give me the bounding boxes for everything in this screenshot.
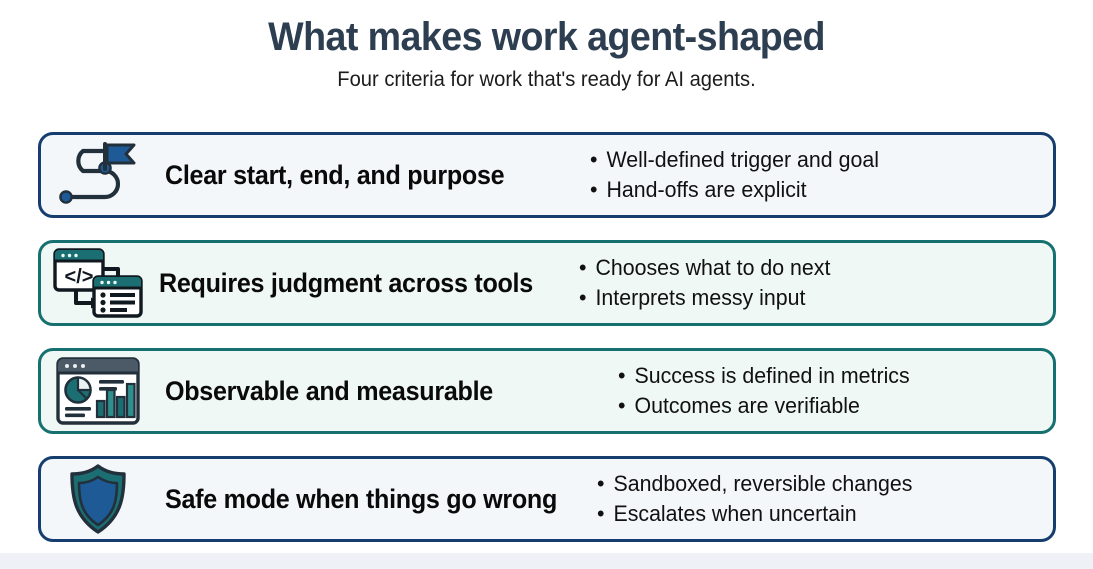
- page-title: What makes work agent-shaped: [268, 15, 825, 59]
- bullet-item: • Sandboxed, reversible changes: [597, 469, 1040, 498]
- bullet-marker-icon: •: [589, 176, 598, 202]
- dashboard-analytics-icon: [55, 356, 141, 426]
- card-icon-slot: [41, 142, 149, 208]
- bullet-marker-icon: •: [617, 392, 626, 418]
- criteria-card-list: Clear start, end, and purpose • Well-def…: [38, 132, 1056, 564]
- bullet-text: Success is defined in metrics: [634, 363, 910, 389]
- card-bullet-list: • Success is defined in metrics • Outcom…: [518, 361, 1053, 419]
- card-icon-slot: </>: [41, 247, 149, 319]
- criteria-card-requires-judgment-across-tools: </>: [38, 240, 1056, 326]
- header: What makes work agent-shaped Four criter…: [0, 0, 1093, 91]
- shield-icon: [66, 463, 130, 535]
- card-icon-slot: [41, 356, 149, 426]
- bullet-text: Escalates when uncertain: [613, 500, 857, 526]
- bullet-marker-icon: •: [596, 471, 604, 497]
- bullet-text: Chooses what to do next: [595, 255, 831, 281]
- bullet-marker-icon: •: [579, 284, 587, 310]
- card-heading: Clear start, end, and purpose: [165, 159, 505, 190]
- bullet-marker-icon: •: [596, 500, 604, 526]
- card-heading: Observable and measurable: [165, 375, 493, 406]
- page-subtitle: Four criteria for work that's ready for …: [337, 68, 756, 92]
- bullet-item: • Well-defined trigger and goal: [590, 145, 1039, 174]
- bullet-text: Well-defined trigger and goal: [606, 147, 879, 173]
- bottom-band: [0, 553, 1093, 569]
- card-heading: Safe mode when things go wrong: [165, 483, 558, 514]
- svg-text:</>: </>: [65, 266, 94, 288]
- bullet-text: Hand-offs are explicit: [606, 176, 807, 202]
- card-bullet-list: • Sandboxed, reversible changes • Escala…: [587, 469, 1053, 527]
- winding-path-flag-icon: [55, 142, 141, 208]
- bullet-item: • Hand-offs are explicit: [590, 175, 1039, 204]
- bullet-text: Sandboxed, reversible changes: [613, 471, 912, 497]
- card-icon-slot: [41, 463, 149, 535]
- code-window-to-list-window-icon: </>: [52, 247, 144, 319]
- card-heading: Requires judgment across tools: [159, 267, 533, 298]
- criteria-card-safe-mode-when-things-go-wrong: Safe mode when things go wrong • Sandbox…: [38, 456, 1056, 542]
- bullet-item: • Success is defined in metrics: [618, 361, 1040, 390]
- bullet-text: Outcomes are verifiable: [634, 392, 860, 418]
- card-bullet-list: • Chooses what to do next • Interprets m…: [561, 253, 1053, 311]
- criteria-card-observable-and-measurable: Observable and measurable • Success is d…: [38, 348, 1056, 434]
- bullet-item: • Interprets messy input: [579, 283, 1039, 312]
- bullet-item: • Escalates when uncertain: [597, 499, 1040, 528]
- bullet-text: Interprets messy input: [595, 284, 806, 310]
- bullet-item: • Chooses what to do next: [579, 253, 1039, 282]
- card-bullet-list: • Well-defined trigger and goal • Hand-o…: [530, 145, 1053, 203]
- bullet-item: • Outcomes are verifiable: [618, 391, 1040, 420]
- bullet-marker-icon: •: [617, 363, 626, 389]
- bullet-marker-icon: •: [589, 147, 598, 173]
- bullet-marker-icon: •: [579, 255, 587, 281]
- criteria-card-clear-start-end-purpose: Clear start, end, and purpose • Well-def…: [38, 132, 1056, 218]
